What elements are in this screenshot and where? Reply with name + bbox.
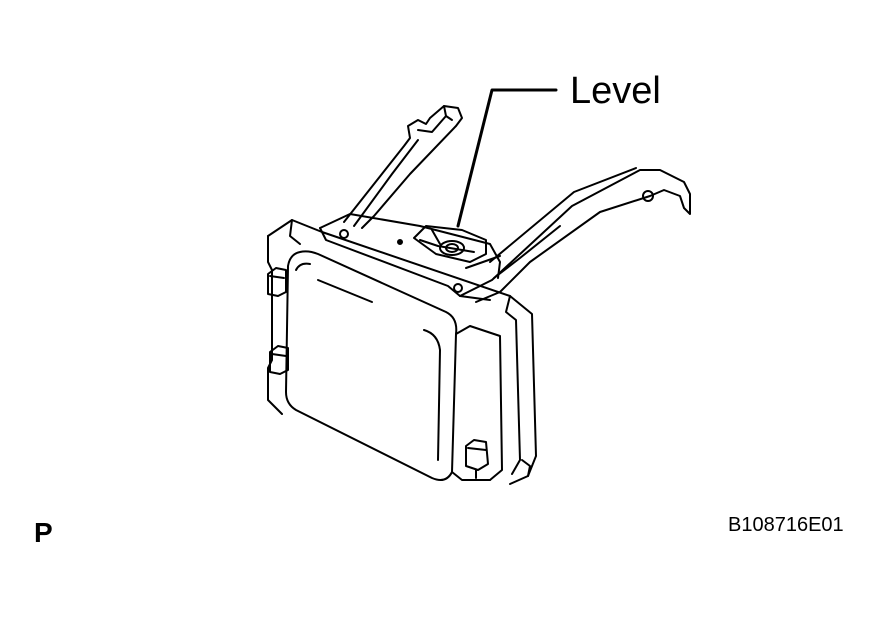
bolt-left-upper: [267, 267, 287, 297]
bracket-arm-right: [459, 167, 691, 303]
bracket-arm-left: [343, 105, 463, 229]
mounting-plate: [319, 213, 501, 301]
view-code-label: P: [34, 517, 53, 548]
level-callout-label: Level: [570, 70, 661, 112]
housing-shell: [267, 219, 537, 485]
bolt-left-lower: [269, 345, 289, 375]
sensor-cover: [285, 250, 503, 481]
level-leader-line: [456, 88, 558, 228]
figure-id-label: B108716E01: [728, 514, 844, 536]
bolt-right-lower: [465, 439, 489, 479]
level-vial: [413, 225, 487, 263]
